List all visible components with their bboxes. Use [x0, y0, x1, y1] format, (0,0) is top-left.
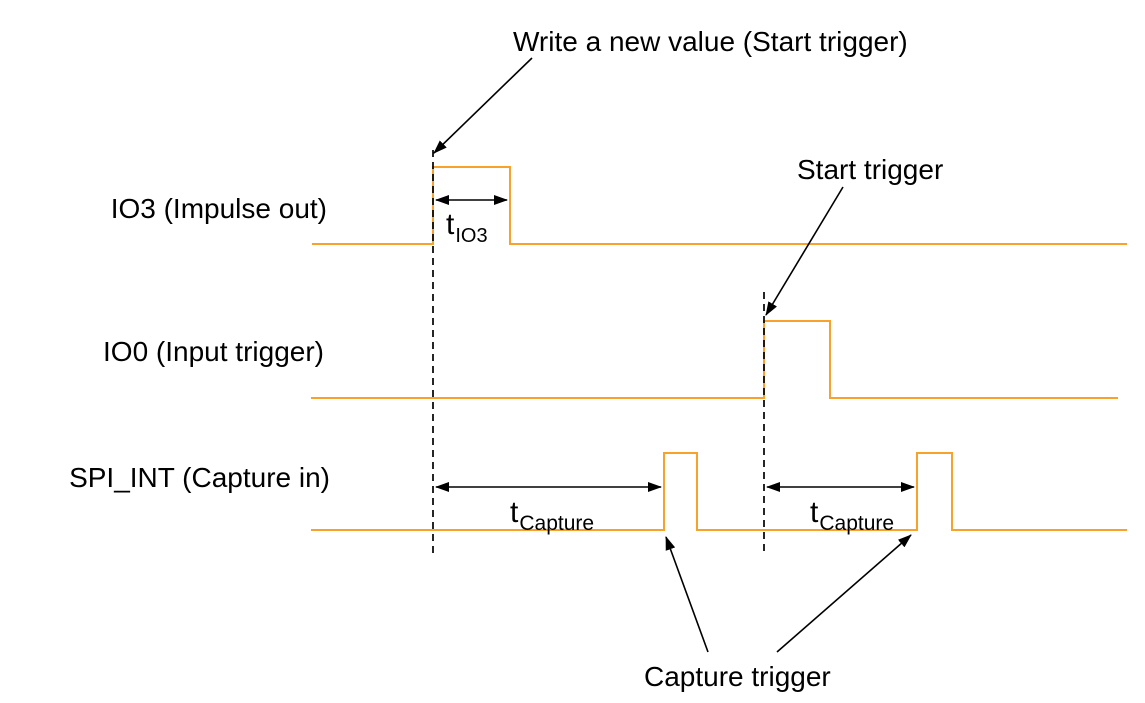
arrow-capture-trigger-left	[665, 536, 709, 653]
annotation-write-new-value: Write a new value (Start trigger)	[513, 26, 908, 57]
t-io3-label: tIO3	[446, 207, 488, 247]
signal-label-spi-int: SPI_INT (Capture in)	[69, 462, 330, 493]
annotation-start-trigger: Start trigger	[797, 154, 944, 185]
t-capture-label-1: tCapture	[510, 495, 595, 535]
t-capture-label-2: tCapture	[810, 495, 895, 535]
t-capture-1-subscript: Capture	[519, 512, 595, 535]
arrow-capture-trigger-right	[776, 534, 912, 653]
waveform-io3	[312, 166, 1127, 245]
t-io3-base: t	[446, 208, 455, 241]
t-capture-1-base: t	[510, 496, 519, 529]
arrow-start-trigger	[765, 186, 844, 316]
arrow-write-new-value	[433, 57, 533, 154]
t-capture-2-base: t	[810, 496, 819, 529]
signal-label-io0: IO0 (Input trigger)	[103, 336, 324, 367]
waveform-io0	[311, 320, 1118, 399]
signal-label-io3: IO3 (Impulse out)	[110, 193, 327, 224]
annotation-capture-trigger: Capture trigger	[644, 661, 831, 692]
waveform-spi-int	[311, 452, 1127, 531]
t-capture-2-subscript: Capture	[819, 512, 895, 535]
t-io3-subscript: IO3	[455, 225, 488, 247]
